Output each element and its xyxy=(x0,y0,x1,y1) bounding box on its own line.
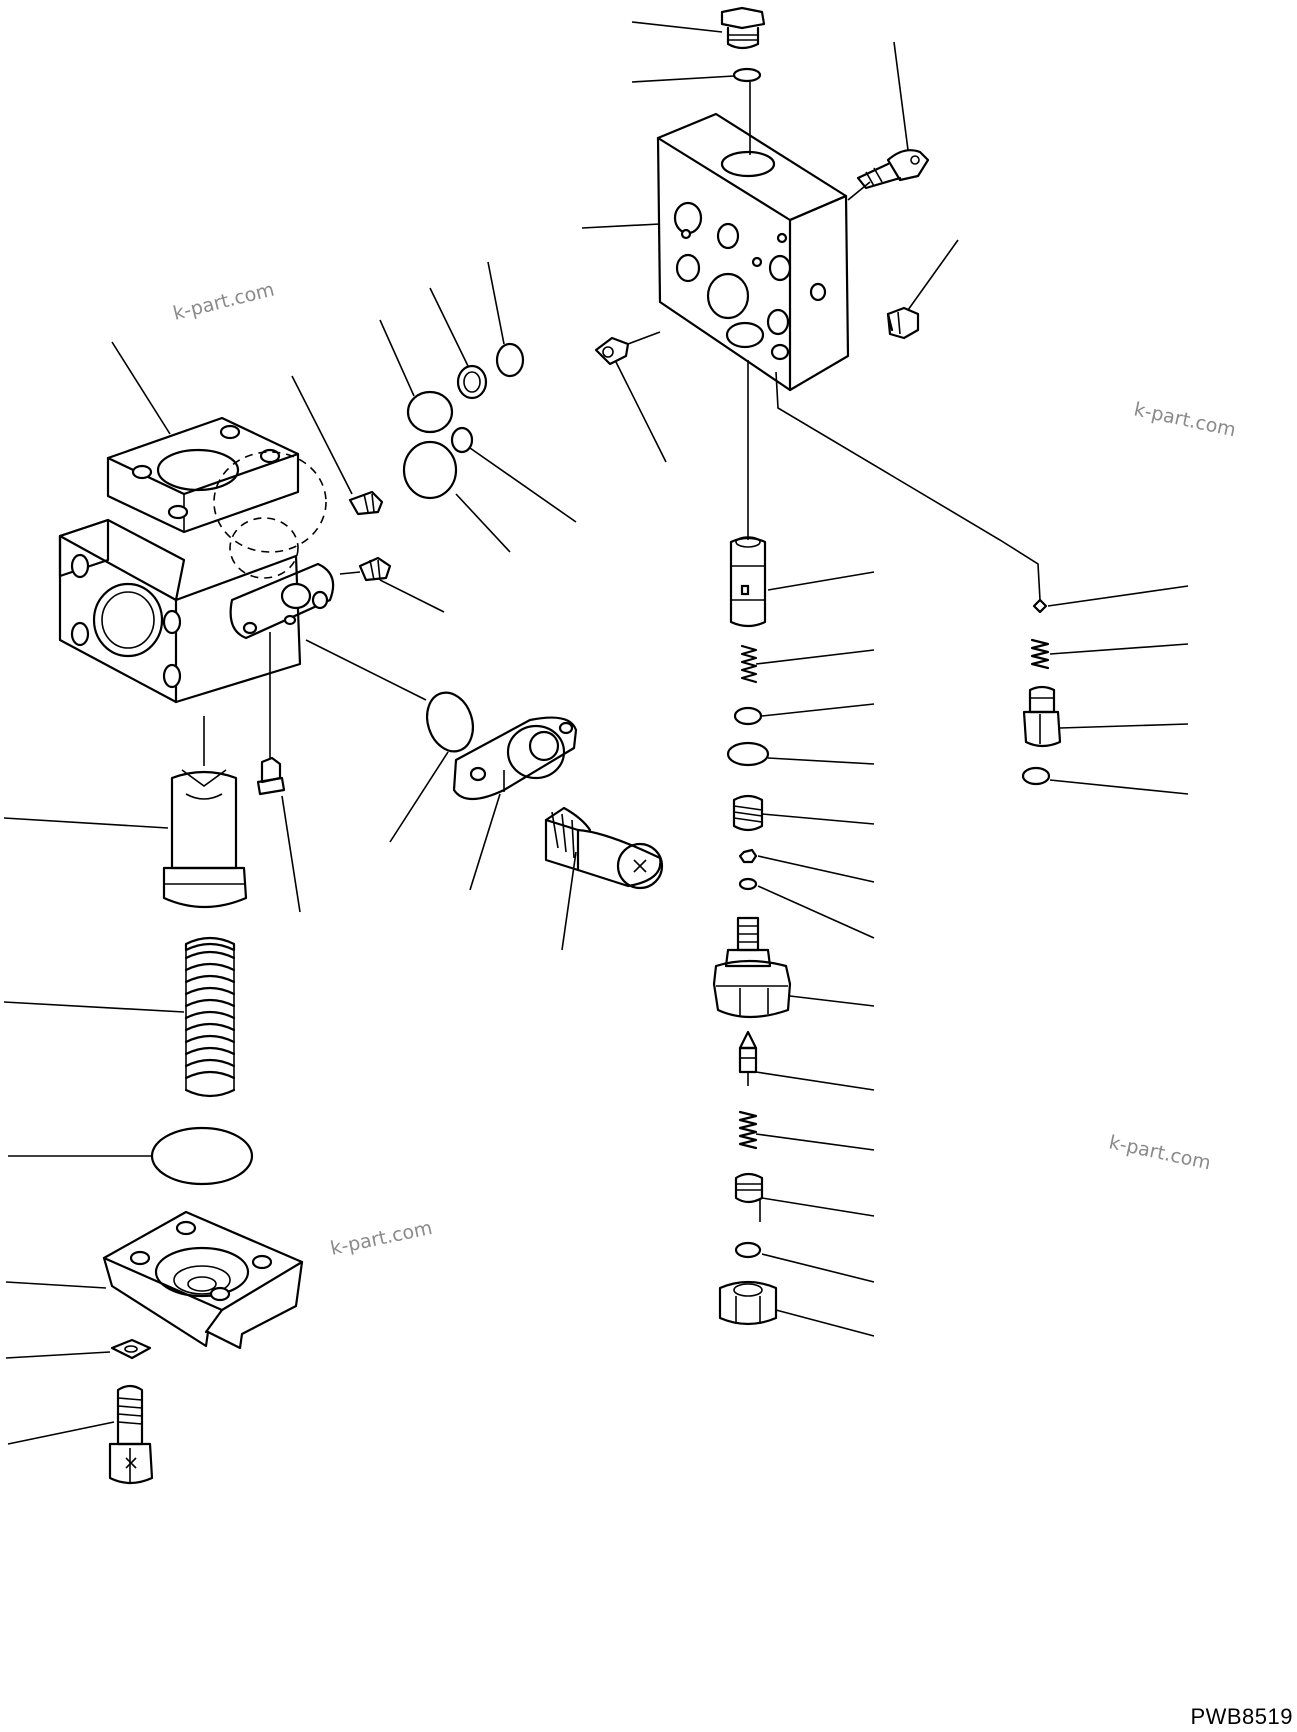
flange-bolt xyxy=(544,806,664,890)
cap-screw xyxy=(108,1384,154,1485)
threaded-piston xyxy=(732,794,764,832)
leader-threaded-piston xyxy=(761,813,875,825)
spring-left xyxy=(184,936,236,1098)
backup-ring-center xyxy=(726,741,770,767)
leader-flange-bolt xyxy=(561,851,577,951)
washer xyxy=(110,1338,152,1360)
leader-top-plug xyxy=(631,21,723,33)
leader-block-to-right-group xyxy=(775,371,1041,601)
valve-block-body xyxy=(656,112,850,392)
leader-small-ball-right xyxy=(1047,585,1189,607)
leader-plug-valve-right xyxy=(1059,723,1189,729)
leader-spring-center-2 xyxy=(755,1133,875,1151)
cap-nut xyxy=(718,1280,778,1326)
leader-o-ring-right xyxy=(1049,779,1189,795)
leader-o-ring-a xyxy=(379,319,415,397)
ring-nut xyxy=(456,364,488,400)
o-ring-d xyxy=(402,440,458,500)
spring-right xyxy=(1030,638,1050,670)
leader-main-housing xyxy=(111,341,171,435)
o-ring-a xyxy=(406,390,454,434)
plug-right xyxy=(886,306,920,340)
leader-small-plug-housing xyxy=(281,795,301,913)
spring-center-2 xyxy=(738,1110,758,1150)
small-o-ring-top xyxy=(732,67,762,83)
leader-o-ring-d xyxy=(455,493,511,553)
o-ring-center-1 xyxy=(733,706,763,726)
leader-ring-nut xyxy=(429,287,469,367)
valve-block-assembly xyxy=(581,6,1041,601)
poppet xyxy=(738,1030,758,1086)
leader-spring-right xyxy=(1049,643,1189,655)
leader-relief-valve-body xyxy=(789,995,875,1007)
leader-spool xyxy=(767,571,875,591)
small-ball-right xyxy=(1032,598,1048,614)
cover-plate xyxy=(102,1210,304,1350)
watermark-right: k-part.com xyxy=(1132,398,1238,441)
leader-backup-ring-center xyxy=(767,757,875,765)
leader-spring-left xyxy=(3,1001,185,1013)
leader-plug-left-block xyxy=(615,361,667,463)
spring-center-1 xyxy=(740,644,758,684)
o-ring-right xyxy=(1021,766,1051,786)
o-ring-b xyxy=(495,342,525,378)
leader-o-ring-b xyxy=(487,261,505,345)
seat-center xyxy=(738,877,758,891)
spool xyxy=(729,536,767,628)
leader-ball-center xyxy=(757,855,875,883)
leader-washer xyxy=(5,1351,111,1359)
adjusting-screw xyxy=(734,1172,764,1222)
right-small-group xyxy=(1021,585,1189,795)
leader-o-ring-c xyxy=(469,447,577,523)
plug-left-block xyxy=(594,331,661,366)
leader-flange-o-ring xyxy=(389,751,449,843)
plug-valve-right xyxy=(1022,685,1062,748)
leader-o-ring-center-1 xyxy=(761,703,875,717)
leader-fitting-upper-right xyxy=(893,41,909,151)
o-ring-c xyxy=(450,426,474,454)
large-o-ring xyxy=(150,1126,254,1186)
main-housing xyxy=(58,416,335,704)
small-plug-housing xyxy=(256,756,286,796)
top-plug xyxy=(720,6,766,50)
leader-seat-center xyxy=(757,885,875,939)
piston-left xyxy=(162,769,248,909)
leader-cover-plate xyxy=(5,1281,107,1289)
watermark-top-left: k-part.com xyxy=(171,278,277,324)
flange-o-ring xyxy=(426,691,474,753)
fitting-housing-top xyxy=(348,490,384,516)
relief-valve-body xyxy=(712,916,792,1019)
leader-adjusting-screw xyxy=(761,1197,875,1217)
leader-housing-to-flange xyxy=(305,639,427,701)
leader-spring-center-1 xyxy=(755,649,875,665)
leader-piston-left xyxy=(3,817,169,829)
leader-cap-nut xyxy=(775,1309,875,1337)
leader-poppet xyxy=(755,1071,875,1091)
fitting-housing-mid xyxy=(339,556,392,582)
leader-fitting-housing-top xyxy=(291,375,353,495)
leader-cap-screw xyxy=(7,1421,115,1445)
flange-plate xyxy=(452,716,578,801)
leader-small-o-ring-top xyxy=(631,75,735,83)
leader-plug-right xyxy=(907,239,959,311)
o-ring-center-2 xyxy=(734,1241,762,1259)
leader-flange-plate xyxy=(469,793,501,891)
watermark-lower-right: k-part.com xyxy=(1107,1131,1213,1174)
leader-fitting-housing-mid xyxy=(379,579,445,613)
fitting-upper-right xyxy=(856,149,930,190)
ball-center xyxy=(738,848,758,864)
leader-o-ring-center-2 xyxy=(761,1253,875,1283)
figure-code: PWB8519 xyxy=(1190,1704,1293,1729)
leader-valve-block xyxy=(581,223,661,229)
center-stack xyxy=(712,360,875,1337)
watermark-lower-left: k-part.com xyxy=(328,1217,434,1260)
